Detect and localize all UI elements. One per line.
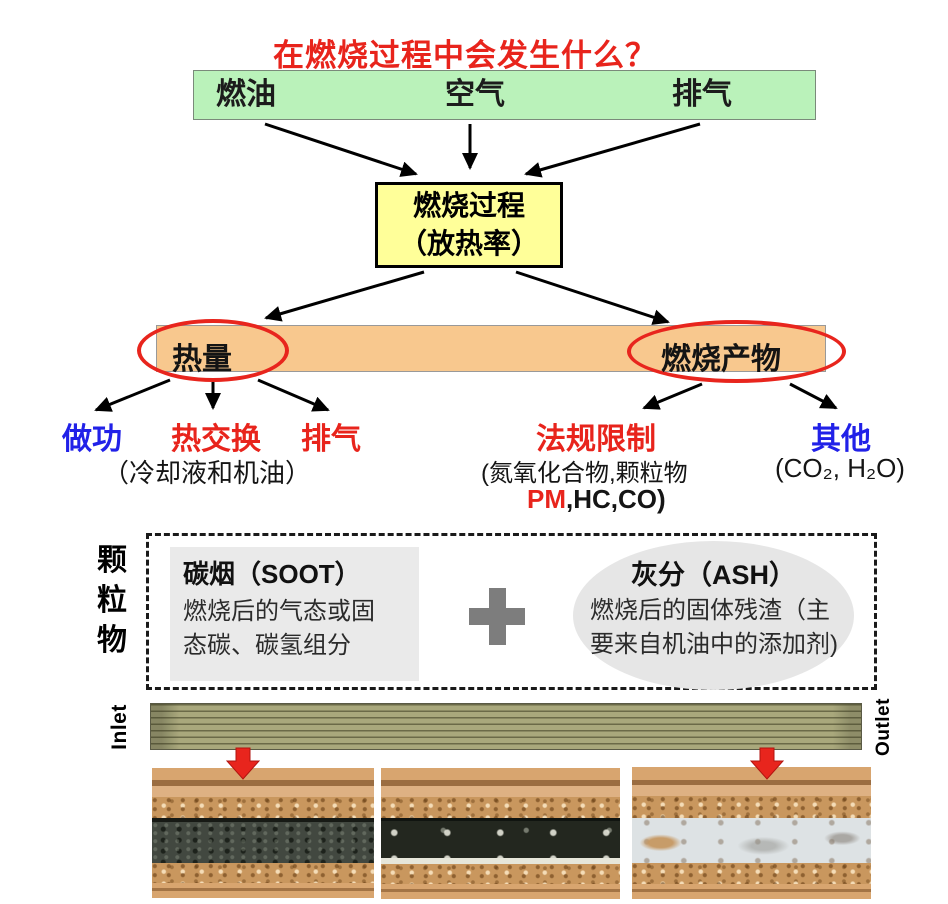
photo-wall-band bbox=[632, 784, 871, 797]
pm-abbrev: PM bbox=[527, 484, 566, 514]
soot-ash-channel-photo bbox=[381, 768, 620, 899]
outlet-label: Outlet bbox=[860, 698, 908, 756]
outlet-label-text: Outlet bbox=[873, 698, 895, 756]
page-title: 在燃烧过程中会发生什么？ bbox=[273, 38, 657, 73]
photo-substrate-band bbox=[152, 862, 374, 884]
ash-channel-photo bbox=[632, 767, 871, 899]
arrow-fuel-to-process bbox=[264, 122, 418, 177]
ash-title: 灰分（ASH） bbox=[630, 560, 796, 590]
photo-substrate-band bbox=[632, 796, 871, 818]
work-label: 做功 bbox=[62, 423, 122, 456]
ash-desc-line2: 要来自机油中的添加剂) bbox=[590, 631, 838, 658]
other-products-detail: (CO₂, H₂O) bbox=[775, 453, 905, 483]
combustion-process-box: 燃烧过程 （放热率） bbox=[375, 182, 563, 268]
photo-substrate-band bbox=[152, 796, 374, 819]
soot-ash-deposit-band bbox=[381, 818, 620, 864]
photo-wall-band bbox=[152, 768, 374, 781]
particulate-side-label: 颗 粒 物 bbox=[92, 541, 132, 661]
arrow-process-to-heat bbox=[264, 270, 425, 322]
input-fuel-label: 燃油 bbox=[216, 78, 276, 111]
products-highlight-ellipse bbox=[627, 320, 846, 383]
arrow-products-to-regulated bbox=[642, 382, 703, 410]
particulate-char-1: 颗 bbox=[97, 544, 127, 577]
photo-wall-band bbox=[152, 785, 374, 797]
soot-desc-line1: 燃烧后的气态或固 bbox=[183, 598, 375, 625]
input-air-label: 空气 bbox=[445, 78, 505, 111]
photo-wall-band bbox=[381, 768, 620, 781]
regulated-limits-label: 法规限制 bbox=[536, 423, 656, 456]
arrow-process-to-products bbox=[515, 270, 670, 325]
particulate-char-3: 物 bbox=[97, 624, 127, 657]
photo-wall-line bbox=[632, 779, 871, 785]
photo-substrate-band bbox=[632, 863, 871, 884]
heat-exchange-label: 热交换 bbox=[171, 423, 261, 456]
regulated-detail-line1: (氮氧化合物,颗粒物 bbox=[481, 460, 688, 487]
particulate-char-2: 粒 bbox=[97, 584, 127, 617]
exhaust-out-label: 排气 bbox=[301, 423, 361, 456]
arrow-heat-to-work bbox=[94, 378, 171, 412]
coolant-oil-note: （冷却液和机油） bbox=[103, 458, 312, 488]
heat-label: 热量 bbox=[172, 343, 232, 376]
soot-deposit-band bbox=[152, 818, 374, 863]
photo-substrate-band bbox=[381, 796, 620, 819]
arrow-heat-to-exhaust bbox=[257, 378, 330, 412]
soot-description: 燃烧后的气态或固 态碳、碳氢组分 bbox=[183, 595, 375, 663]
combustion-process-line2: （放热率） bbox=[398, 228, 539, 259]
hc-co-abbrev: ,HC,CO) bbox=[566, 484, 666, 514]
arrow-products-to-other bbox=[789, 382, 838, 410]
soot-title: 碳烟（SOOT） bbox=[183, 559, 361, 589]
photo-wall-band bbox=[381, 883, 620, 899]
soot-desc-line2: 态碳、碳氢组分 bbox=[183, 632, 351, 659]
photo-wall-band bbox=[632, 767, 871, 780]
ash-description: 燃烧后的固体残渣（主 要来自机油中的添加剂) bbox=[590, 594, 838, 662]
photo-wall-band bbox=[632, 883, 871, 899]
ash-deposit-band bbox=[632, 817, 871, 864]
photo-wall-band bbox=[152, 883, 374, 898]
input-exhaust-label: 排气 bbox=[672, 78, 732, 111]
arrow-exhaust-to-process bbox=[524, 122, 701, 178]
photo-wall-line bbox=[381, 780, 620, 786]
soot-panel: 碳烟（SOOT） 燃烧后的气态或固 态碳、碳氢组分 bbox=[170, 547, 419, 681]
photo-wall-line bbox=[152, 780, 374, 786]
inlet-label-text: Inlet bbox=[107, 704, 131, 750]
ash-desc-line1: 燃烧后的固体残渣（主 bbox=[590, 597, 830, 624]
other-products-label: 其他 bbox=[811, 423, 871, 456]
dpf-filter-strip-photo bbox=[150, 703, 862, 750]
combustion-process-line1: 燃烧过程 bbox=[412, 190, 525, 222]
soot-channel-photo bbox=[152, 768, 374, 898]
heat-highlight-ellipse bbox=[137, 319, 289, 382]
ash-blob bbox=[573, 541, 854, 690]
inputs-box: 燃油 空气 排气 bbox=[193, 70, 816, 120]
photo-wall-band bbox=[381, 785, 620, 797]
photo-substrate-band bbox=[381, 863, 620, 884]
inlet-label: Inlet bbox=[96, 700, 144, 754]
products-label: 燃烧产物 bbox=[661, 343, 781, 376]
plus-icon bbox=[469, 588, 525, 645]
regulated-detail-line2: PM,HC,CO) bbox=[527, 484, 666, 515]
